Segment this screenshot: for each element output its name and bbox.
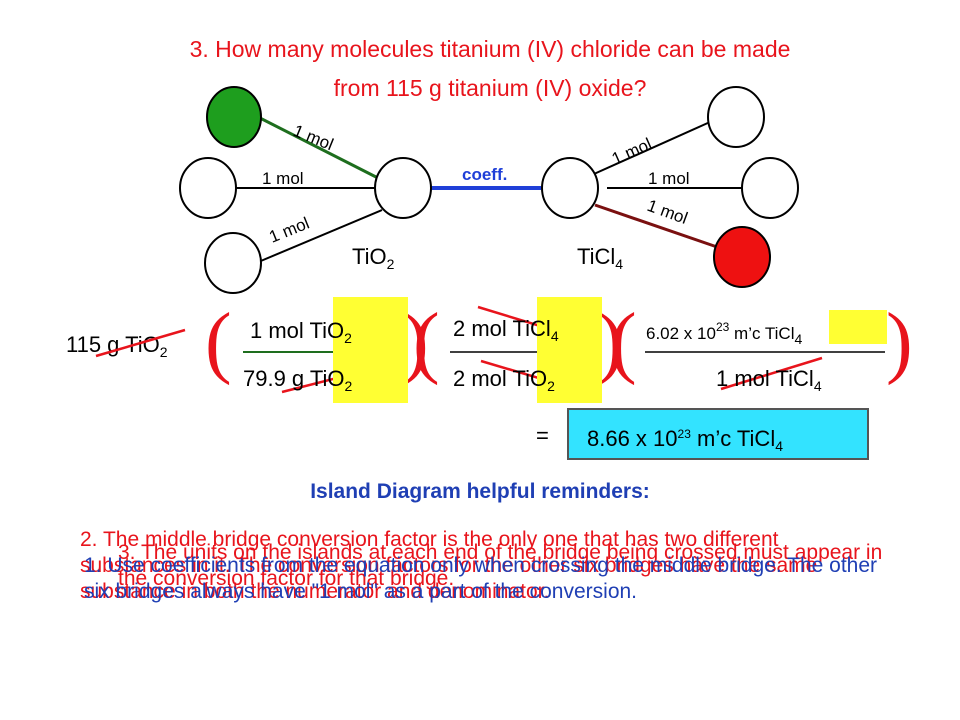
island-green-node bbox=[206, 86, 262, 148]
bridge-bot-left bbox=[255, 209, 383, 264]
answer-box: 8.66 x 1023 m’c TiCl4 bbox=[567, 408, 869, 460]
highlight-tio2 bbox=[333, 297, 408, 403]
factor3-denominator: 1 mol TiCl4 bbox=[716, 366, 822, 394]
paren-open-2: ( bbox=[413, 298, 440, 386]
paren-close-3: ) bbox=[886, 298, 913, 386]
island-red-node bbox=[713, 226, 771, 288]
question-line-2: from 115 g titanium (IV) oxide? bbox=[333, 75, 647, 101]
mol-label-mid-left: 1 mol bbox=[262, 169, 304, 188]
factor2-denominator: 2 mol TiO2 bbox=[453, 366, 555, 394]
reminder-2: 2. The middle bridge conversion factor i… bbox=[80, 528, 818, 603]
reminder-1: 1. Use coefficients from the equation on… bbox=[84, 554, 878, 603]
mol-label-mid-right: 1 mol bbox=[648, 169, 690, 188]
factor3-numerator: 6.02 x 1023 m’c TiCl4 bbox=[646, 320, 803, 347]
reminders-title: Island Diagram helpful reminders: bbox=[310, 480, 650, 503]
factor1-denominator: 79.9 g TiO2 bbox=[243, 366, 353, 394]
island-ticl4 bbox=[541, 157, 599, 219]
island-right-mid bbox=[741, 157, 799, 219]
island-right-top bbox=[707, 86, 765, 148]
highlight-ticl4-answer-factor bbox=[829, 310, 887, 344]
bridge-label-coeff: coeff. bbox=[462, 165, 507, 184]
factor2-numerator: 2 mol TiCl4 bbox=[453, 316, 559, 344]
paren-open-1: ( bbox=[205, 298, 232, 386]
bridge-top-right bbox=[584, 121, 711, 179]
paren-open-3: ( bbox=[610, 298, 637, 386]
bridge-top-left bbox=[257, 115, 379, 180]
island-tio2 bbox=[374, 157, 432, 219]
island-label-tio2: TiO2 bbox=[352, 244, 395, 272]
equals-sign: = bbox=[536, 423, 549, 448]
island-label-ticl4: TiCl4 bbox=[577, 244, 624, 272]
bridge-bot-right bbox=[594, 203, 721, 250]
start-quantity: 115 g TiO2 bbox=[66, 332, 168, 360]
island-left-mid bbox=[179, 157, 237, 219]
question-line-1: 3. How many molecules titanium (IV) chlo… bbox=[189, 36, 791, 62]
island-left-bottom bbox=[204, 232, 262, 294]
highlight-ticl4-tio2 bbox=[537, 297, 602, 403]
reminder-3: 3. The units on the islands at each end … bbox=[118, 541, 883, 590]
factor1-numerator: 1 mol TiO2 bbox=[250, 318, 352, 346]
